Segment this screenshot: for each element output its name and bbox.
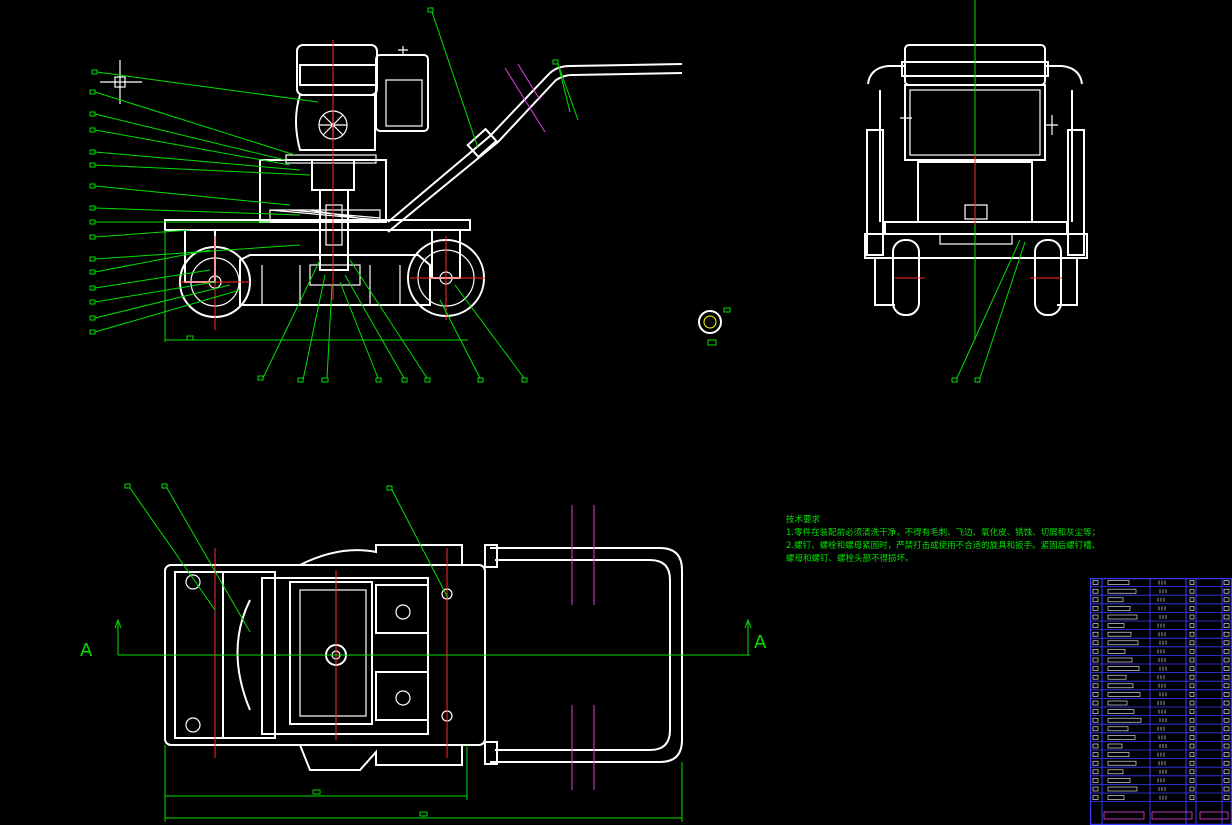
section-marker-left: A xyxy=(80,640,93,661)
title-block xyxy=(1090,578,1232,825)
plan-view xyxy=(114,483,752,822)
side-view-leaders xyxy=(89,7,579,383)
section-marker-right: A xyxy=(754,632,767,653)
technical-note-item: 1.零件在装配前必须清洗干净，不得有毛刺、飞边、氧化皮、锈蚀、切屑和灰尘等； xyxy=(786,528,1101,538)
detail-view xyxy=(698,307,731,346)
technical-notes-heading: 技术要求 xyxy=(786,515,821,525)
side-view xyxy=(100,40,683,342)
technical-note-item: 螺母和螺钉、螺栓头部不得损坏。 xyxy=(786,554,914,564)
technical-note-item: 2.螺钉、螺栓和螺母紧固时，严禁打击或使用不合适的旋具和扳手。紧固后螺钉槽、 xyxy=(786,541,1101,551)
end-view xyxy=(864,0,1088,383)
technical-notes: 技术要求 1.零件在装配前必须清洗干净，不得有毛刺、飞边、氧化皮、锈蚀、切屑和灰… xyxy=(786,514,1101,566)
